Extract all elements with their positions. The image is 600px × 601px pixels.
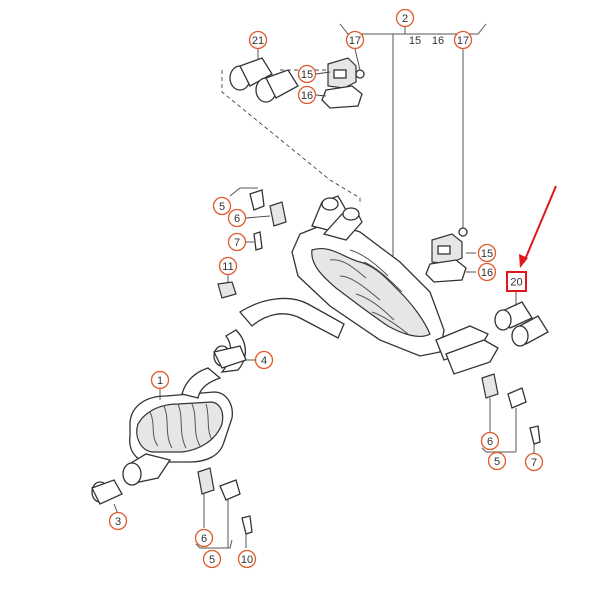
- callout-number: 7: [531, 457, 537, 469]
- callout-number: 6: [234, 213, 240, 225]
- callout-6-c6a: 6: [227, 208, 247, 228]
- callout-20: 20: [510, 277, 522, 289]
- callout-number: 10: [241, 554, 253, 566]
- callout-5-c5b: 5: [202, 549, 222, 569]
- callout-4-c4: 4: [254, 350, 274, 370]
- callout-10-c10: 10: [237, 549, 257, 569]
- callout-number: 5: [219, 201, 225, 213]
- callout-16-c16a: 16: [297, 85, 317, 105]
- tailpipe-tips-upper: [229, 48, 299, 103]
- callout-number: 4: [261, 355, 267, 367]
- exhaust-flap-actuator-upper: [315, 48, 365, 109]
- callout-2-c2: 2: [395, 8, 415, 28]
- callout-17-c17a: 17: [345, 30, 365, 50]
- highlight-arrow: [519, 185, 557, 268]
- pipe-clamp-3: [91, 479, 123, 515]
- callout-number: 6: [487, 436, 493, 448]
- callout-7-c7a: 7: [227, 232, 247, 252]
- callout-15-top: 15: [409, 35, 421, 47]
- callout-number: 1: [157, 375, 163, 387]
- pipe-clamp-4: [213, 345, 256, 369]
- exhaust-flap-actuator-lower: [425, 48, 476, 283]
- callout-16-top: 16: [432, 35, 444, 47]
- callout-15-c15a: 15: [297, 64, 317, 84]
- callout-number: 6: [201, 533, 207, 545]
- callout-number: 2: [402, 13, 408, 25]
- callout-number: 16: [481, 267, 493, 279]
- callout-number: 17: [457, 35, 469, 47]
- highlight-box-20: [506, 271, 527, 292]
- hanger-upper-left: [229, 187, 287, 251]
- callout-number: 21: [252, 35, 264, 47]
- hanger-front-lower: [195, 467, 253, 549]
- callout-number: 17: [349, 35, 361, 47]
- callout-number: 15: [481, 248, 493, 260]
- top-bracket: [339, 23, 487, 35]
- callout-6-c6c: 6: [480, 431, 500, 451]
- callout-15-c15b: 15: [477, 243, 497, 263]
- hanger-rear-lower: [481, 373, 541, 454]
- callout-11-c11: 11: [218, 256, 238, 276]
- callout-16-c16b: 16: [477, 262, 497, 282]
- callout-3-c3: 3: [108, 511, 128, 531]
- callout-number: 5: [494, 456, 500, 468]
- callout-number: 7: [234, 237, 240, 249]
- callout-21-c21: 21: [248, 30, 268, 50]
- callout-number: 16: [301, 90, 313, 102]
- callout-number: 5: [209, 554, 215, 566]
- callout-17-c17b: 17: [453, 30, 473, 50]
- callout-5-c5a: 5: [212, 196, 232, 216]
- callout-1-c1: 1: [150, 370, 170, 390]
- callout-7-c7b: 7: [524, 452, 544, 472]
- rubber-hanger-11: [217, 274, 237, 299]
- callout-number: 3: [115, 516, 121, 528]
- rear-silencer: [291, 195, 499, 375]
- callout-number: 15: [301, 69, 313, 81]
- tailpipe-tips-lower: [494, 292, 549, 347]
- callout-5-c5c: 5: [487, 451, 507, 471]
- callout-6-c6b: 6: [194, 528, 214, 548]
- callout-number: 11: [222, 261, 233, 273]
- front-silencer: [122, 367, 233, 486]
